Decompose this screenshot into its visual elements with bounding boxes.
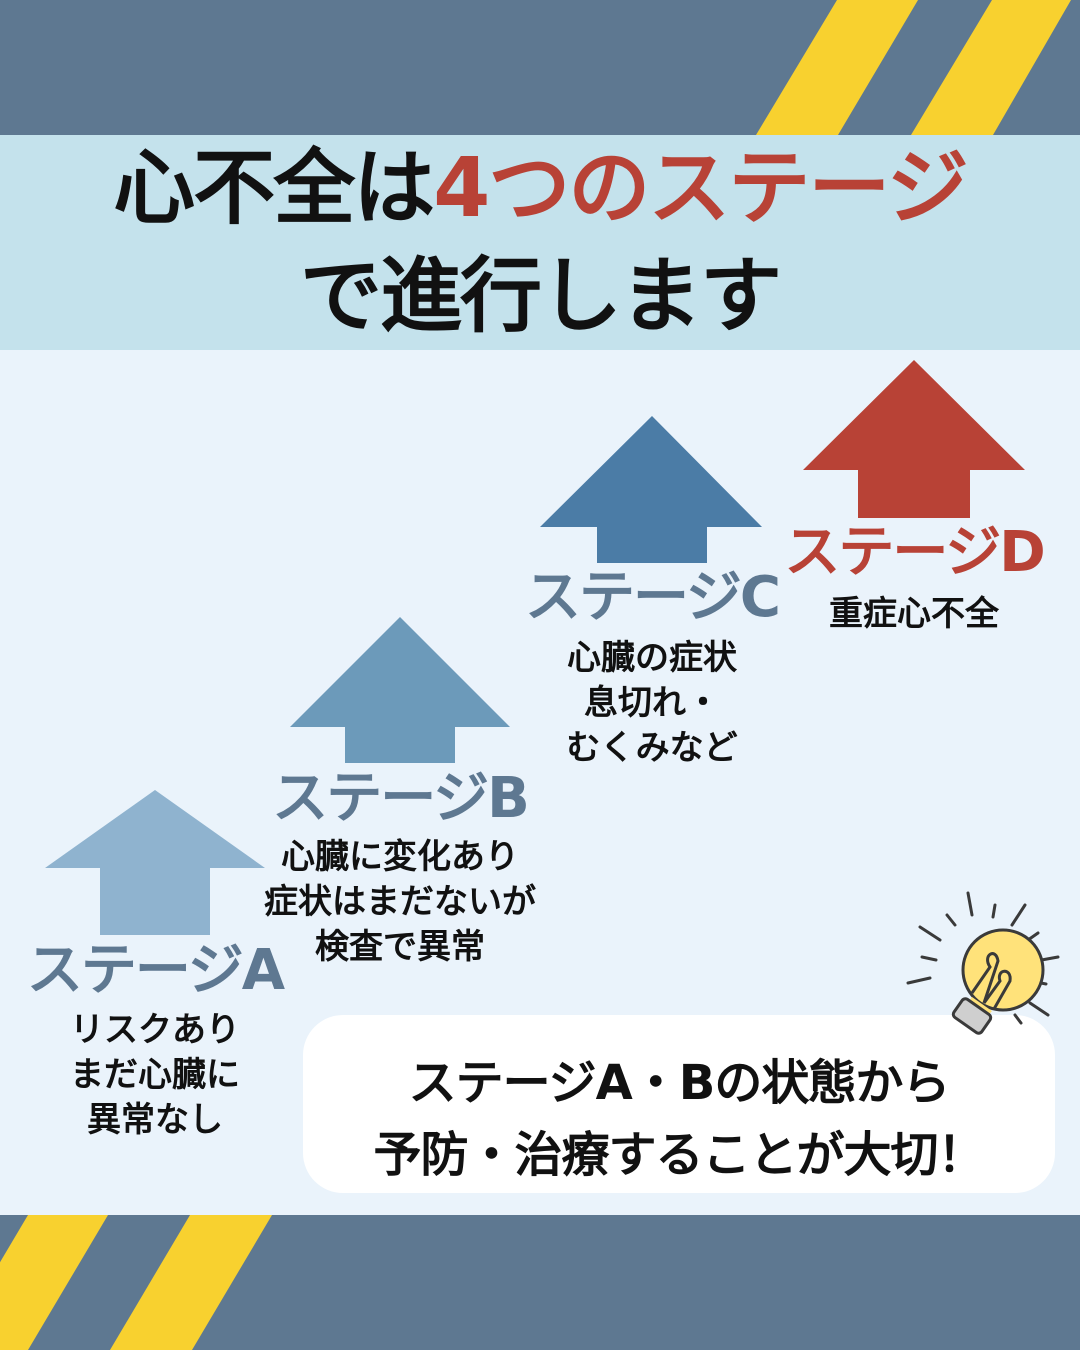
title-line-2: で進行します <box>299 249 782 344</box>
arrow-stage-d <box>803 360 1025 518</box>
arrow-stage-b <box>290 617 510 763</box>
callout-line-2: 予防・治療することが大切！ <box>373 1127 985 1183</box>
arrow-stage-a <box>45 790 265 935</box>
top-stripe <box>911 0 1071 135</box>
callout-box: ステージA・Bの状態から 予防・治療することが大切！ <box>303 1015 1055 1193</box>
stage-b-description: 心臓に変化あり 症状はまだないが 検査で異常 <box>264 837 536 968</box>
stage-b-label: ステージB <box>272 766 530 831</box>
title-line-1: 心不全は4つのステージ <box>0 148 1080 230</box>
title-highlight: 4つのステージ <box>433 141 968 236</box>
title-text: 心不全は <box>113 141 435 236</box>
stage-c-description: 心臓の症状 息切れ・ むくみなど <box>566 638 738 769</box>
stage-a-description: リスクあり まだ心臓に 異常なし <box>70 1010 240 1141</box>
stage-c-label: ステージC <box>525 565 781 630</box>
stage-d-label: ステージD <box>784 520 1045 585</box>
lightbulb-icon <box>906 891 1060 1035</box>
bottom-stripe <box>0 1215 108 1350</box>
stage-d-description: 重症心不全 <box>829 594 999 634</box>
top-stripe <box>756 0 918 135</box>
stage-a-label: ステージA <box>26 938 285 1003</box>
arrow-stage-c <box>540 416 762 563</box>
callout-line-1: ステージA・Bの状態から <box>408 1055 951 1111</box>
title-band <box>0 135 1080 350</box>
top-band <box>0 0 1080 135</box>
bottom-stripe <box>110 1215 272 1350</box>
